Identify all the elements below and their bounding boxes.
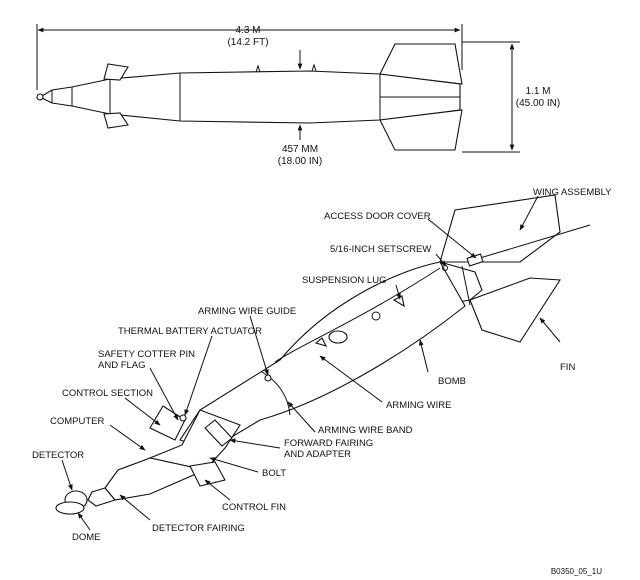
label-forward-fairing-2: AND ADAPTER bbox=[284, 449, 351, 460]
label-safety-cotter-pin: SAFETY COTTER PIN bbox=[98, 349, 195, 360]
isometric-view: WING ASSEMBLY ACCESS DOOR COVER 5/16-INC… bbox=[32, 187, 612, 543]
side-view: 4.3 M (14.2 FT) 457 MM (18.00 IN) 1.1 M … bbox=[36, 24, 560, 167]
iso-access-port bbox=[328, 330, 348, 344]
iso-arming-wire-top bbox=[274, 267, 441, 363]
iso-tail-seam bbox=[461, 265, 471, 306]
label-wing-assembly: WING ASSEMBLY bbox=[533, 187, 612, 198]
label-fin: FIN bbox=[560, 362, 575, 373]
side-wing-top bbox=[379, 43, 463, 85]
label-arming-wire-band: ARMING WIRE BAND bbox=[318, 425, 413, 436]
iso-canard-upper bbox=[149, 405, 186, 441]
span-in-label: (45.00 IN) bbox=[516, 98, 560, 109]
side-canard-top bbox=[103, 63, 129, 81]
iso-dome bbox=[55, 501, 85, 515]
label-suspension-lug: SUSPENSION LUG bbox=[302, 275, 386, 286]
label-forward-fairing: FORWARD FAIRING bbox=[284, 438, 373, 449]
side-nose-tip bbox=[36, 93, 44, 101]
side-canard-bottom bbox=[103, 112, 129, 129]
label-safety-cotter-pin-2: AND FLAG bbox=[98, 360, 146, 371]
label-access-door-cover: ACCESS DOOR COVER bbox=[324, 211, 431, 222]
diameter-in-label: (18.00 IN) bbox=[278, 156, 322, 167]
diameter-mm-label: 457 MM bbox=[282, 144, 318, 155]
iso-arming-wire-guide bbox=[264, 374, 272, 382]
iso-forward-fairing-fin bbox=[204, 419, 233, 447]
label-computer: COMPUTER bbox=[50, 416, 105, 427]
iso-wing-lower bbox=[469, 277, 561, 343]
iso-lug-fwd bbox=[314, 337, 328, 347]
length-m-label: 4.3 M bbox=[235, 25, 260, 36]
label-bolt: BOLT bbox=[262, 468, 286, 479]
side-lug-2 bbox=[311, 63, 317, 72]
side-lug-1 bbox=[255, 64, 261, 73]
figure-id: B0350_05_1U bbox=[551, 567, 602, 576]
label-detector: DETECTOR bbox=[32, 450, 84, 461]
label-control-fin: CONTROL FIN bbox=[222, 502, 286, 513]
side-wing-bottom bbox=[379, 109, 463, 151]
label-thermal-battery-actuator: THERMAL BATTERY ACTUATOR bbox=[118, 326, 262, 337]
label-arming-wire-guide: ARMING WIRE GUIDE bbox=[198, 306, 296, 317]
iso-nose bbox=[87, 487, 116, 507]
leader-lines bbox=[61, 195, 561, 531]
iso-wing-rod bbox=[479, 224, 591, 259]
iso-canard-lower bbox=[189, 461, 226, 487]
length-ft-label: (14.2 FT) bbox=[227, 37, 268, 48]
span-m-label: 1.1 M bbox=[525, 86, 550, 97]
label-arming-wire: ARMING WIRE bbox=[386, 400, 451, 411]
label-control-section: CONTROL SECTION bbox=[62, 388, 153, 399]
iso-thermal-actuator bbox=[179, 414, 187, 422]
label-dome: DOME bbox=[72, 532, 101, 543]
label-bomb: BOMB bbox=[438, 376, 466, 387]
label-detector-fairing: DETECTOR FAIRING bbox=[152, 523, 245, 534]
iso-ventilation bbox=[371, 311, 381, 321]
label-setscrew: 5/16-INCH SETSCREW bbox=[330, 244, 431, 255]
